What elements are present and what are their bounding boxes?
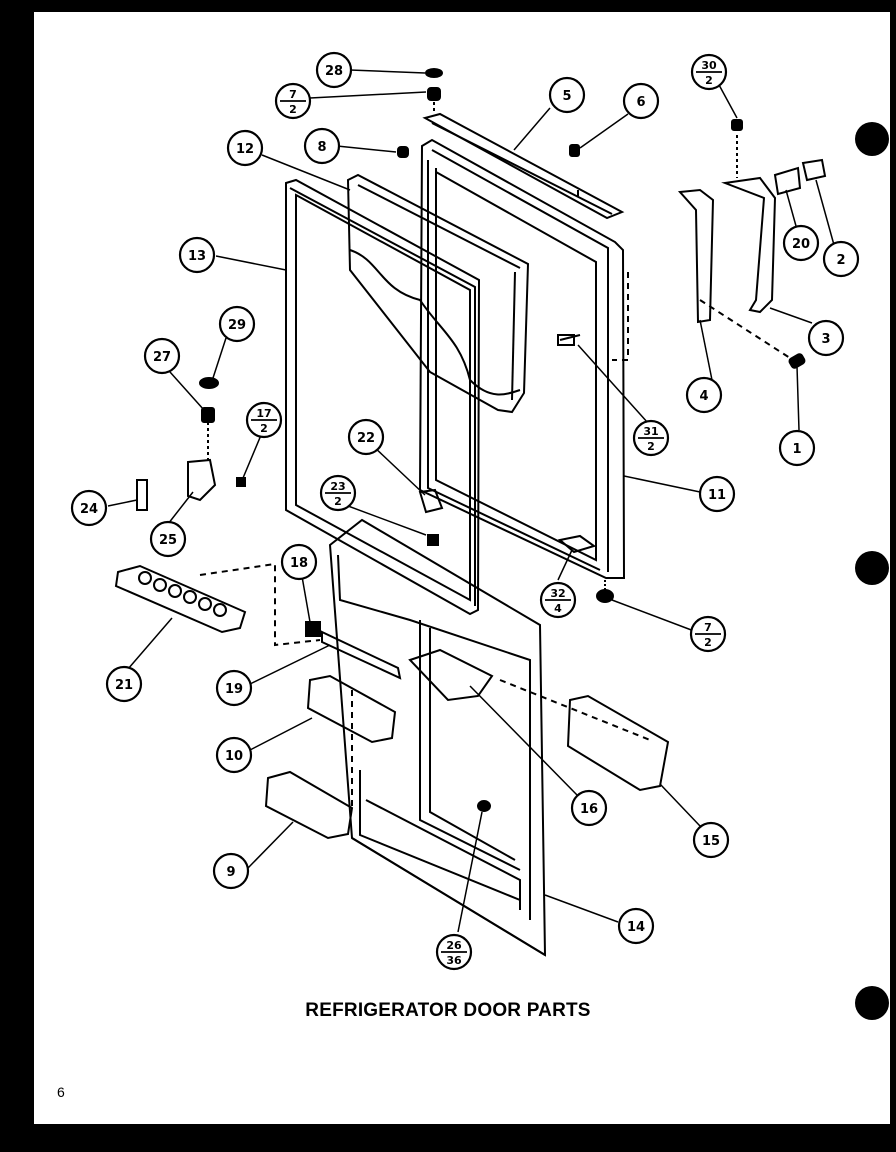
callout-c16-label: 16 (580, 802, 598, 817)
part-top-trim (422, 112, 625, 220)
part-hinge-assembly (557, 119, 827, 369)
callout-c14: 14 (617, 907, 655, 945)
callout-c21: 21 (105, 665, 143, 703)
binder-hole-top (855, 122, 889, 156)
callout-c27-label: 27 (153, 350, 171, 365)
callout-c30-bottom: 2 (705, 74, 713, 87)
part-door-gasket (285, 178, 481, 616)
callout-c19-label: 19 (225, 682, 243, 697)
callout-c29: 29 (218, 305, 256, 343)
callout-c17: 172 (245, 401, 283, 439)
callout-c22-label: 22 (357, 431, 375, 446)
leader-lines (107, 69, 835, 933)
callout-c12-label: 12 (236, 142, 254, 157)
callout-c3: 3 (807, 319, 845, 357)
binder-hole-bottom (855, 986, 889, 1020)
callout-c18-label: 18 (290, 556, 308, 571)
callout-c11: 11 (698, 475, 736, 513)
callout-c24: 24 (70, 489, 108, 527)
callout-c18: 18 (280, 543, 318, 581)
callout-c9: 9 (212, 852, 250, 890)
callout-c5: 5 (548, 76, 586, 114)
callout-c17-top: 17 (256, 407, 271, 420)
part-door-outer-panel (418, 138, 626, 603)
callout-c25-label: 25 (159, 533, 177, 548)
callout-c31: 312 (632, 419, 670, 457)
callout-c23-top: 23 (330, 480, 345, 493)
binder-hole-middle (855, 551, 889, 585)
callout-c7b: 72 (689, 615, 727, 653)
callout-c7a-top: 7 (289, 88, 297, 101)
callout-c3-label: 3 (821, 332, 830, 347)
part-screws-top (397, 68, 580, 158)
callout-c7a: 72 (274, 82, 312, 120)
callout-c15-label: 15 (702, 834, 720, 849)
part-shelves (264, 621, 670, 840)
callout-c6-label: 6 (636, 95, 645, 110)
callout-c8-label: 8 (317, 140, 326, 155)
callout-c9-label: 9 (226, 865, 235, 880)
callout-c26-bottom: 36 (446, 954, 462, 967)
callout-c26-top: 26 (446, 939, 462, 952)
callout-c7a-bottom: 2 (289, 103, 297, 116)
callout-c23: 232 (319, 474, 357, 512)
part-door-stop (418, 488, 597, 554)
callout-c20: 20 (782, 224, 820, 262)
callout-c22: 22 (347, 418, 385, 456)
callout-c4: 4 (685, 376, 723, 414)
part-lower-hinge (136, 377, 246, 511)
callout-c8: 8 (303, 127, 341, 165)
callout-c24-label: 24 (80, 502, 98, 517)
callout-c30: 302 (690, 53, 728, 91)
callout-c13-label: 13 (188, 249, 206, 264)
callout-c32-top: 32 (550, 587, 565, 600)
callout-c25: 25 (149, 520, 187, 558)
callout-c6: 6 (622, 82, 660, 120)
callout-c16: 16 (570, 789, 608, 827)
callout-c1: 1 (778, 429, 816, 467)
part-door-insulation (346, 173, 530, 414)
callout-c11-label: 11 (708, 488, 726, 503)
callout-c4-label: 4 (699, 389, 708, 404)
part-door-liner (328, 518, 547, 957)
callout-c29-label: 29 (228, 318, 246, 333)
callout-c15: 15 (692, 821, 730, 859)
page-number: 6 (57, 1084, 65, 1100)
callout-c10: 10 (215, 736, 253, 774)
callout-c14-label: 14 (627, 920, 645, 935)
diagram-title: REFRIGERATOR DOOR PARTS (305, 1000, 591, 1021)
callout-c30-top: 30 (701, 59, 717, 72)
callout-c32-bottom: 4 (554, 602, 562, 615)
callout-c21-label: 21 (115, 678, 133, 693)
callout-c1-label: 1 (792, 442, 801, 457)
callout-c19: 19 (215, 669, 253, 707)
callout-c28: 28 (315, 51, 353, 89)
callout-c7b-bottom: 2 (704, 636, 712, 649)
callout-c32: 324 (539, 581, 577, 619)
callout-c23-bottom: 2 (334, 495, 342, 508)
callout-c20-label: 20 (792, 237, 810, 252)
callout-c2-label: 2 (836, 253, 845, 268)
callout-c31-top: 31 (643, 425, 658, 438)
callout-c27: 27 (143, 337, 181, 375)
callout-c7b-top: 7 (704, 621, 712, 634)
callout-c31-bottom: 2 (647, 440, 655, 453)
callout-c2: 2 (822, 240, 860, 278)
callout-c28-label: 28 (325, 64, 343, 79)
callout-c17-bottom: 2 (260, 422, 268, 435)
callout-c12: 12 (226, 129, 264, 167)
callout-c13: 13 (178, 236, 216, 274)
part-egg-tray (114, 562, 321, 647)
callout-c10-label: 10 (225, 749, 243, 764)
callout-c5-label: 5 (562, 89, 571, 104)
